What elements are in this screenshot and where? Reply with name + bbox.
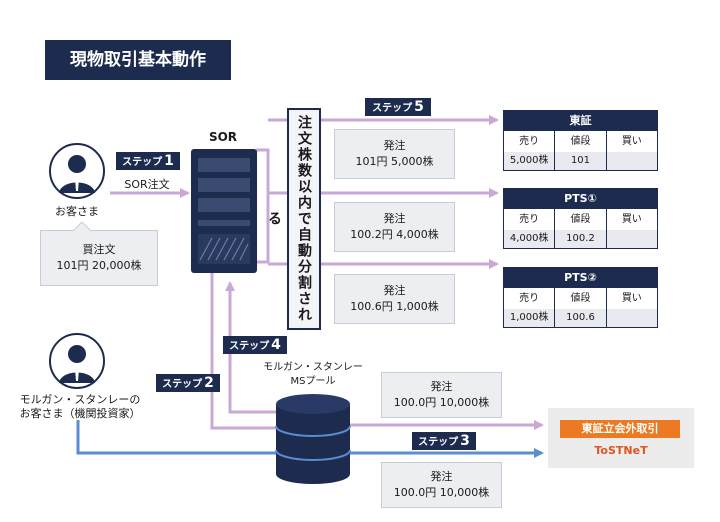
market-name: PTS② <box>503 267 658 288</box>
arrow-sor-to-markets <box>256 148 270 264</box>
market-name: 東証 <box>503 110 658 131</box>
ms-pool-label: モルガン・スタンレー MSプール <box>263 362 363 387</box>
auto-split-label: 注文株数以内で自動分割される <box>266 108 321 330</box>
institutional-label: モルガン・スタンレーの お客さま（機関投資家） <box>19 393 141 420</box>
person-icon <box>49 143 105 199</box>
arrow-pool-to-sor <box>225 281 278 414</box>
customer-label: お客さま <box>55 205 99 218</box>
tostnet-box: 東証立会外取引 ToSTNeT <box>548 408 694 468</box>
buy-order-box: 買注文 101円 20,000株 <box>40 230 158 286</box>
arrow-sor-to-pool <box>210 272 278 430</box>
market-name: PTS① <box>503 188 658 209</box>
institutional-person-icon <box>49 333 105 389</box>
page-title: 現物取引基本動作 <box>45 40 231 80</box>
callout-pointer <box>73 221 91 232</box>
sor-label: SOR <box>208 130 238 144</box>
database-icon <box>275 394 351 484</box>
arrow-institutional-to-pool <box>76 420 276 455</box>
sor-server-icon <box>191 149 257 273</box>
tostnet-name: ToSTNeT <box>594 444 648 457</box>
sor-order-caption: SOR注文 <box>124 178 170 191</box>
tostnet-badge: 東証立会外取引 <box>560 420 680 438</box>
